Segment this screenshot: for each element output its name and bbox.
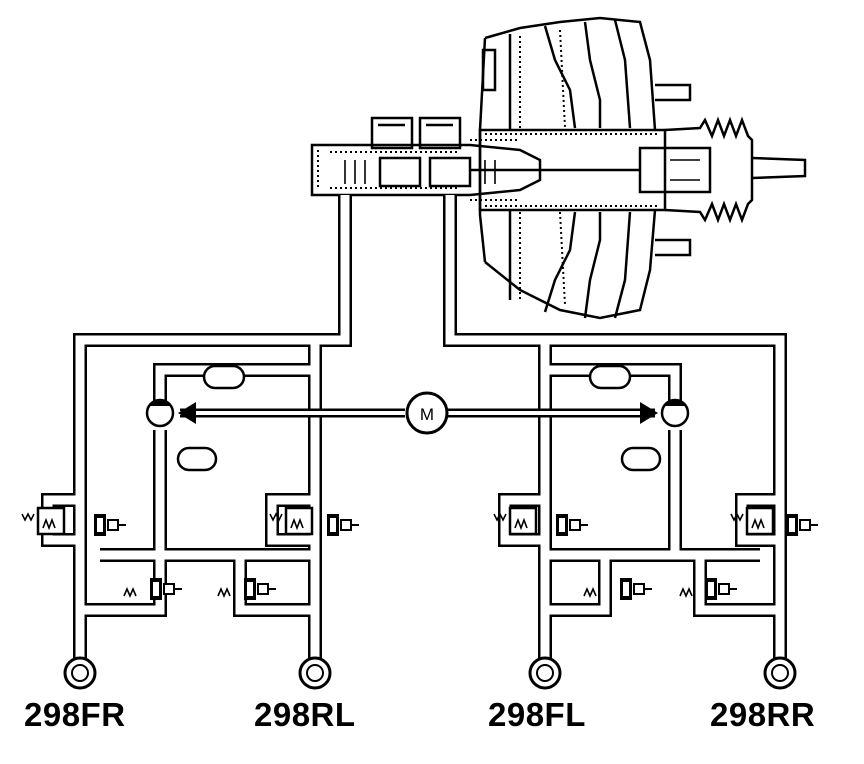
accumulator-right [620, 446, 662, 472]
damper-right [588, 364, 632, 390]
motor-symbol: M [420, 405, 434, 424]
wheel-label-fr: 298FR [24, 696, 126, 733]
hydraulic-lines [41, 195, 787, 660]
wheel-brake-rr [763, 656, 797, 690]
wheel-label-rr: 298RR [710, 696, 816, 733]
solenoid-valves [21, 506, 818, 600]
accumulators [176, 364, 662, 472]
damper-left [202, 364, 246, 390]
outlet-valve-rl-1 [327, 514, 359, 536]
inlet-valve-fl [493, 506, 538, 536]
outlet-valve-fl-2 [620, 578, 652, 600]
brake-booster [478, 16, 807, 320]
inlet-valve-rl [269, 506, 314, 536]
inlet-valve-rr [730, 506, 775, 536]
wheel-brake-rl [298, 656, 332, 690]
wheel-brake-fl [528, 656, 562, 690]
motor [405, 391, 449, 435]
master-cylinder [310, 116, 640, 201]
wheel-brake-fr [63, 656, 97, 690]
wheel-label-rl: 298RL [254, 696, 356, 733]
outlet-valve-fr-2 [150, 578, 182, 600]
booster-bracket-top [481, 48, 497, 92]
accumulator-left [176, 446, 218, 472]
outlet-valve-rr-1 [786, 514, 818, 536]
outlet-valve-rr-2 [705, 578, 737, 600]
arrow-right-icon [640, 402, 658, 424]
reservoir-port-2 [418, 116, 462, 150]
arrow-left-icon [178, 402, 196, 424]
wheel-label-fl: 298FL [488, 696, 586, 733]
outlet-valve-rl-2 [244, 578, 276, 600]
outlet-valve-fl-1 [556, 514, 588, 536]
wheel-brakes [63, 656, 797, 690]
pump-motor: M [145, 391, 690, 435]
outlet-valve-fr-1 [94, 514, 126, 536]
reservoir-port-1 [370, 116, 414, 150]
inlet-valve-fr [21, 506, 66, 536]
